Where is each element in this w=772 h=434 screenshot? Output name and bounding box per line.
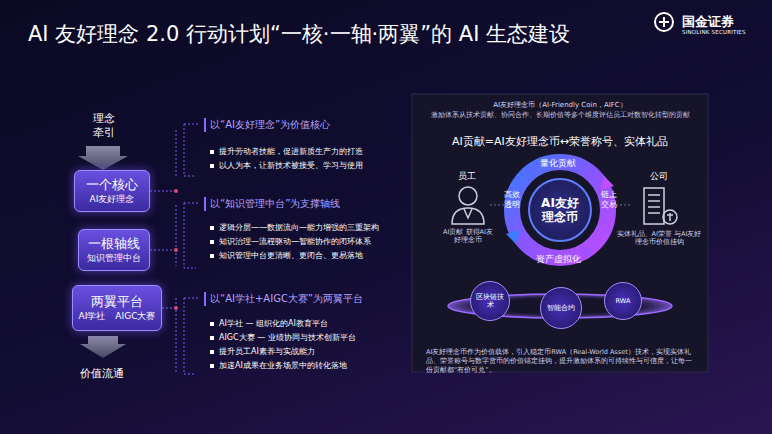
label: 价值流通 — [80, 366, 124, 381]
label: 员工 — [458, 170, 476, 183]
slide-title: AI 友好理念 2.0 行动计划“一核·一轴·两翼”的 AI 生态建设 — [28, 20, 570, 48]
bullet-text: 知识治理—流程驱动—智能协作的闭环体系 — [210, 236, 371, 247]
ring-arrowhead — [580, 246, 594, 260]
bullet-text: AI学社 — 组织化的AI教育平台 — [210, 318, 328, 329]
ring-arrowhead — [526, 160, 540, 174]
bullet-mark — [210, 336, 214, 340]
down-arrow — [80, 336, 126, 358]
ring-arrowhead — [600, 176, 614, 190]
group-heading: 以“AI友好理念”为价值核心 — [204, 118, 330, 132]
circle-text: 智能合约 — [546, 304, 576, 312]
bracket — [150, 124, 198, 374]
label: SINOLINK SECURITIES — [682, 29, 746, 35]
box-sub: AI学社 — [79, 310, 106, 322]
panel-bg — [412, 94, 708, 372]
bracket-dot — [174, 189, 178, 310]
formula: AI贡献=AI友好理念币↔荣誉称号、实体礼品 — [412, 134, 708, 149]
label: 高效透明 — [503, 190, 521, 210]
bullet-text: 知识管理中台更清晰、更闭合、更易落地 — [210, 250, 363, 261]
label: 公司 — [650, 170, 668, 183]
circle-node: AI友好理念币 — [528, 178, 592, 242]
ring-arrowhead — [506, 230, 520, 244]
bullet-mark — [210, 150, 214, 154]
bullet-mark — [210, 322, 214, 326]
circle-node: 区块链技术 — [470, 281, 510, 321]
bullet-text: 提升员工AI素养与实战能力 — [210, 346, 315, 357]
bullet-text: AIGC大赛 — 业绩协同与技术创新平台 — [210, 332, 356, 343]
label: AI贡献 获得AI友好理念币 — [440, 228, 496, 244]
pillar-box: 一个核心AI友好理念 — [74, 170, 150, 212]
pillar-box: 两翼平台AI学社 AIGC大赛 — [72, 285, 162, 331]
box-heading: 一个核心 — [86, 177, 138, 193]
bullet-text: 提升劳动者技能，促进新质生产力的打造 — [210, 146, 363, 157]
box-sub: AI友好理念 — [90, 193, 135, 205]
label: 资产虚拟化 — [536, 253, 581, 266]
box-heading: 两翼平台 — [91, 294, 143, 310]
circle-node: RWA — [604, 282, 642, 320]
label: 国金证券 — [682, 13, 734, 31]
bullet-text: 以人为本，让新技术被接受、学习与使用 — [210, 160, 363, 171]
sub-row: AI学社 AIGC大赛 — [79, 310, 156, 322]
label: 链上交易 — [600, 190, 618, 210]
bullet-mark — [210, 364, 214, 368]
panel-intro: 激励体系从技术贡献、协同合作、长期价值等多个维度评估员工对数智化转型的贡献 — [412, 111, 708, 120]
down-arrow — [78, 146, 128, 170]
circle-text: RWA — [608, 297, 638, 305]
pillar-box: 一根轴线知识管理中台 — [78, 229, 150, 271]
building-icon — [644, 188, 677, 224]
circle-text: AI友好理念币 — [540, 196, 580, 224]
cycle-ring — [512, 162, 608, 258]
group-heading: 以“知识管理中台”为支撑轴线 — [204, 197, 340, 211]
box-heading: 一根轴线 — [88, 236, 140, 252]
box-sub: 知识管理中台 — [87, 252, 141, 264]
bullet-text: 逻辑分层——数据流向—能力增强的三重架构 — [210, 222, 379, 233]
bullet-mark — [210, 226, 214, 230]
circle-text: 区块链技术 — [475, 293, 505, 309]
panel-caption: AI友好理念币作为价值载体，引入稳定币RWA（Real-World Asset）… — [426, 348, 694, 375]
panel-heading: AI友好理念币（AI-Friendly Coin，AIFC） — [412, 100, 708, 110]
bullet-mark — [210, 240, 214, 244]
label: 实体礼品、AI荣誉 与AI友好理念币价值挂钩 — [616, 230, 702, 246]
bullet-mark — [210, 164, 214, 168]
label: 量化贡献 — [540, 157, 576, 170]
label: 理念牵引 — [92, 112, 116, 140]
bullet-text: 加速AI成果在业务场景中的转化落地 — [210, 360, 347, 371]
logo-mark — [655, 13, 673, 31]
person-icon — [452, 187, 484, 224]
group-heading: 以“AI学社+AIGC大赛”为两翼平台 — [204, 292, 363, 306]
logo-mark — [659, 17, 669, 27]
bullet-mark — [210, 350, 214, 354]
box-sub: AIGC大赛 — [115, 310, 155, 322]
circle-node: 智能合约 — [540, 287, 582, 329]
bullet-mark — [210, 254, 214, 258]
